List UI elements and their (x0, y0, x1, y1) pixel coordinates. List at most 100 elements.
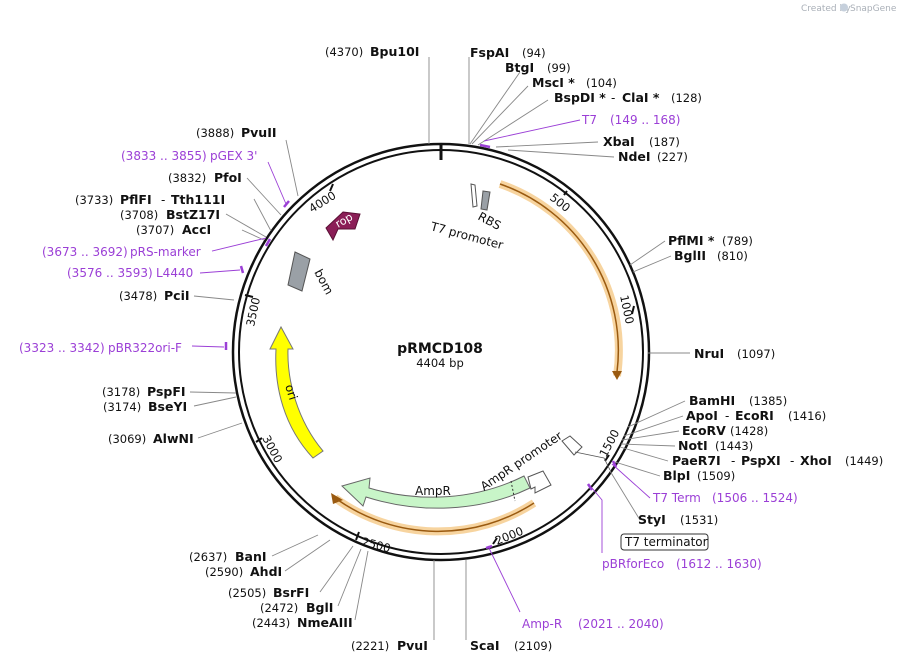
enzyme-name: ClaI * (622, 90, 660, 105)
enzyme-position: (94) (522, 46, 546, 60)
tick-mark (492, 537, 498, 545)
enzyme-name: AlwNI (153, 431, 194, 446)
leader-line-pflfi (253, 198, 272, 232)
enzyme-label-pflfi-tth111i[interactable]: (3733) PflFI - Tth111I (75, 192, 225, 207)
enzyme-label-pfoi[interactable]: (3832) PfoI (168, 170, 242, 185)
leader-line-pfoi (246, 177, 282, 216)
enzyme-position: (2472) (260, 601, 298, 615)
enzyme-name: BlpI (663, 468, 690, 483)
primer-label-pbr322ori-f[interactable]: (3323 .. 3342) pBR322ori-F (19, 341, 182, 355)
enzyme-position: (1443) (715, 439, 753, 453)
ampr-orf-arrowhead (331, 493, 343, 504)
primer-label-pbrforeco[interactable]: pBRforEco (1612 .. 1630) (602, 557, 762, 571)
primer-name: pBR322ori-F (108, 341, 182, 355)
enzyme-name: PflFI (120, 192, 152, 207)
leader-line-alwni (197, 422, 243, 439)
enzyme-label-nrui[interactable]: NruI (1097) (694, 346, 775, 361)
enzyme-label-alwni[interactable]: (3069) AlwNI (108, 431, 194, 446)
primer-bar-amp-r (485, 544, 493, 550)
enzyme-position: (3708) (120, 208, 158, 222)
enzyme-name: PfoI (214, 170, 242, 185)
enzyme-label-xbai[interactable]: XbaI (187) (603, 134, 680, 149)
enzyme-label-bani[interactable]: (2637) BanI (189, 549, 267, 564)
enzyme-label-fspai[interactable]: FspAI (94) (470, 45, 546, 60)
backbone-outer-circle (231, 142, 651, 562)
primer-label-l4440[interactable]: (3576 .. 3593) L4440 (67, 266, 193, 280)
ampr-start-marker (510, 480, 516, 502)
enzyme-name: BstZ17I (166, 207, 220, 222)
enzyme-label-ndei[interactable]: NdeI (227) (618, 149, 688, 164)
bom-feature: bom (287, 251, 336, 297)
primer-bar-pgex3 (283, 200, 290, 208)
enzyme-label-blpi[interactable]: BlpI (1509) (663, 468, 735, 483)
leader-line-acci (241, 229, 265, 241)
t7-terminator-box (620, 533, 709, 551)
tick-mark (355, 531, 360, 541)
enzyme-label-bamhi[interactable]: BamHI (1385) (689, 393, 787, 408)
primer-label-prs-marker[interactable]: (3673 .. 3692) pRS-marker (42, 245, 201, 259)
enzyme-name: BamHI (689, 393, 735, 408)
enzyme-name: PciI (164, 288, 190, 303)
enzyme-label-paer7i-pspxi-xhoi[interactable]: PaeR7I - PspXI - XhoI (1449) (672, 453, 883, 468)
enzyme-label-bstz17i[interactable]: (3708) BstZ17I (120, 207, 220, 222)
snapgene-brand-text: SnapGene (850, 4, 897, 14)
primer-label-pgex3[interactable]: (3833 .. 3855) pGEX 3' (121, 149, 257, 163)
primer-label-t7-term[interactable]: T7 Term (1506 .. 1524) (652, 491, 798, 505)
leader-line-bgli (337, 548, 362, 607)
enzyme-name: ScaI (470, 638, 500, 653)
enzyme-label-bgli[interactable]: (2472) BglI (260, 600, 333, 615)
primer-name: pRS-marker (130, 245, 201, 259)
enzyme-position: (1509) (697, 469, 735, 483)
enzyme-name: BglI (306, 600, 333, 615)
enzyme-label-btgi[interactable]: BtgI (99) (505, 60, 571, 75)
enzyme-name: AhdI (250, 564, 282, 579)
enzyme-label-bspdi-clai[interactable]: BspDI * - ClaI * (128) (554, 90, 702, 105)
enzyme-label-ecorv[interactable]: EcoRV (1428) (682, 423, 768, 438)
enzyme-label-bsrfi[interactable]: (2505) BsrFI (228, 585, 309, 600)
enzyme-position: (3478) (119, 289, 157, 303)
enzyme-label-acci[interactable]: (3707) AccI (136, 222, 211, 237)
primer-name: pGEX 3' (210, 149, 257, 163)
leader-line-paer7i (619, 446, 669, 462)
enzyme-label-nmeaiii[interactable]: (2443) NmeAIII (252, 615, 353, 630)
leader-line-nmeaiii (354, 550, 369, 621)
enzyme-label-pflmi[interactable]: PflMI * (789) (668, 233, 753, 248)
leader-line-bseyi (193, 396, 237, 407)
primer-label-amp-r[interactable]: Amp-R (2021 .. 2040) (522, 617, 664, 631)
enzyme-name: Bpu10I (370, 44, 419, 59)
enzyme-label-pvui[interactable]: (2221) PvuI (351, 638, 428, 653)
enzyme-label-pvuii[interactable]: (3888) PvuII (196, 125, 277, 140)
enzyme-label-bseyi[interactable]: (3174) BseYI (103, 399, 187, 414)
enzyme-position: (1416) (788, 409, 826, 423)
enzyme-label-scai[interactable]: ScaI (2109) (470, 638, 552, 653)
enzyme-position: (1097) (737, 347, 775, 361)
enzyme-label-bglii[interactable]: BglII (810) (674, 248, 748, 263)
enzyme-label-pspfi[interactable]: (3178) PspFI (102, 384, 186, 399)
primer-label-t7[interactable]: T7 (149 .. 168) (581, 113, 680, 127)
enzyme-label-bpu10i[interactable]: (4370) Bpu10I (325, 44, 419, 59)
enzyme-name: NmeAIII (297, 615, 353, 630)
enzyme-position: (1531) (680, 513, 718, 527)
enzyme-leader-lines (189, 57, 690, 640)
leader-line-styi (609, 470, 641, 521)
primer-bar-t7 (479, 143, 491, 149)
enzyme-label-msci[interactable]: MscI * (104) (532, 75, 617, 90)
leader-line-ndei (507, 149, 615, 158)
tick-mark (329, 183, 334, 192)
enzyme-name: PaeR7I (672, 453, 721, 468)
enzyme-label-pcii[interactable]: (3478) PciI (119, 288, 190, 303)
enzyme-label-apoi-ecori[interactable]: ApoI - EcoRI (1416) (686, 408, 826, 423)
enzyme-position: (1428) (730, 424, 768, 438)
enzyme-label-styi[interactable]: StyI (1531) (638, 512, 718, 527)
enzyme-name: NotI (678, 438, 708, 453)
tick-label: 2500 (360, 534, 392, 555)
primer-leader-amp-r (487, 545, 521, 613)
primer-bar-l4440 (239, 265, 245, 274)
enzyme-name: StyI (638, 512, 666, 527)
enzyme-label-ahdi[interactable]: (2590) AhdI (205, 564, 282, 579)
enzyme-position: (3832) (168, 171, 206, 185)
enzyme-position: (99) (547, 61, 571, 75)
enzyme-label-noti[interactable]: NotI (1443) (678, 438, 753, 453)
enzyme-position: (227) (657, 150, 688, 164)
leader-line-btgi (469, 71, 521, 145)
